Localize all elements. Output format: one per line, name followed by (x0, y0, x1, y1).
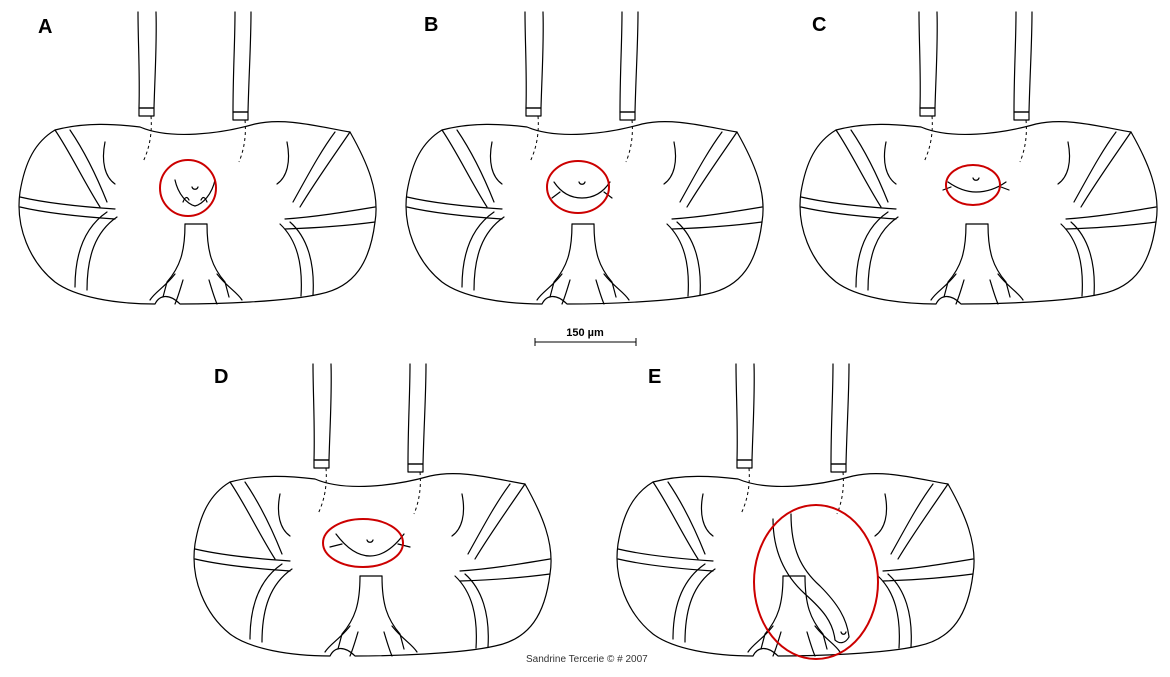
panel-label-e: E (648, 366, 661, 388)
scale-bar-label: 150 µm (566, 327, 604, 339)
credit-text: Sandrine Tercerie © # 2007 (526, 654, 648, 665)
scale-bar: 150 µm (534, 327, 637, 346)
panel-label-a: A (38, 16, 52, 38)
panel-d-drawing (193, 363, 552, 657)
panel-e-structure (772, 518, 836, 641)
panel-c-drawing (799, 11, 1158, 305)
panel-label-d: D (214, 366, 228, 388)
panel-d-structure (335, 533, 405, 557)
panel-d-highlight-circle (322, 518, 404, 568)
panel-e-drawing (616, 363, 975, 660)
panel-a-structure (174, 179, 216, 207)
panel-c-structure (947, 181, 1007, 193)
panel-b-structure (553, 181, 611, 199)
panel-label-b: B (424, 14, 438, 36)
panel-a-highlight-circle (159, 159, 217, 217)
panel-e-highlight-circle (753, 504, 879, 660)
panel-a-drawing (18, 11, 377, 305)
panel-label-c: C (812, 14, 826, 36)
panel-c-highlight-circle (945, 164, 1001, 206)
panel-b-highlight-circle (546, 160, 610, 214)
panel-b-drawing (405, 11, 764, 305)
